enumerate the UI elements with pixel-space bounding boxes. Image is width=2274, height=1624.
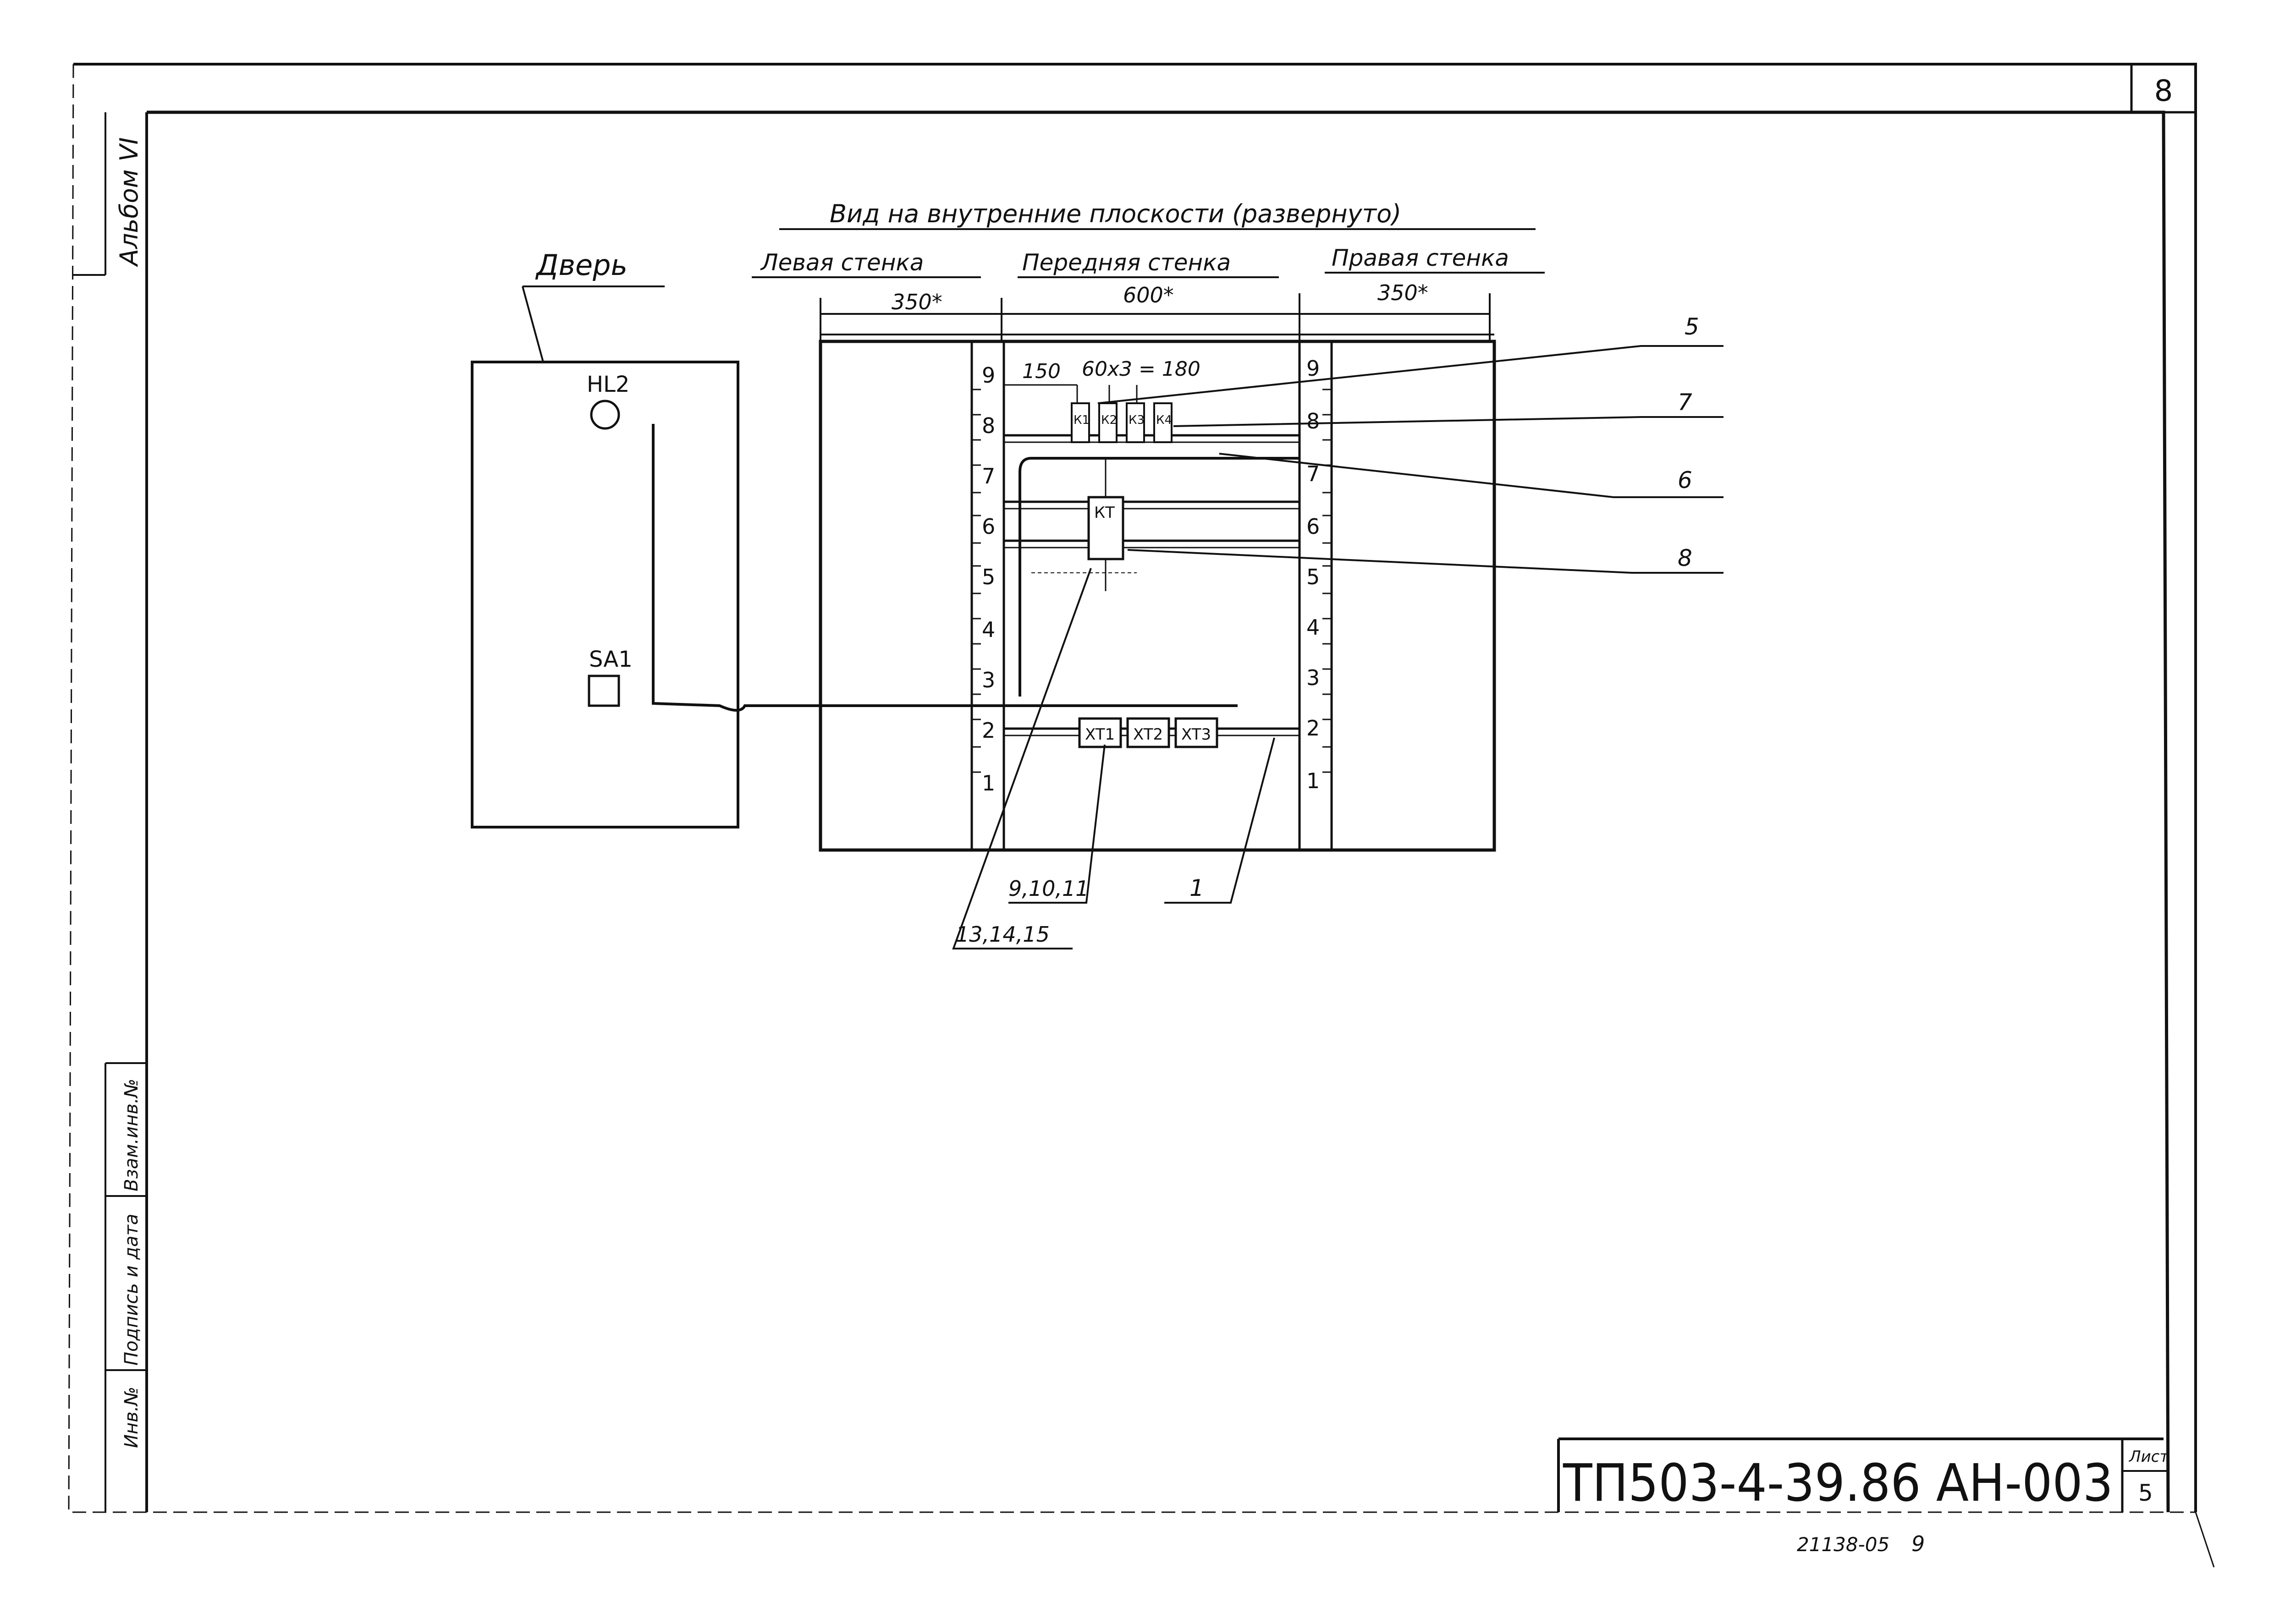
relay-k3	[1126, 402, 1145, 443]
terminal-group: XT1 XT2 XT3	[1078, 717, 1218, 748]
dimension-line	[820, 293, 1491, 341]
replace-inv-label: Взам.инв.№	[121, 1079, 142, 1191]
dim-offset: 150	[1022, 360, 1061, 383]
left-wall-label: Левая стенка	[760, 249, 924, 276]
album-label: Альбом VI	[115, 137, 143, 267]
callout-6: 6	[1678, 467, 1692, 494]
signature-date-label: Подпись и дата	[121, 1214, 142, 1366]
callout-9-10-11: 9,10,11	[1008, 876, 1089, 901]
sheet-number-box: 8	[2130, 63, 2197, 114]
rail-number-left: 8	[982, 413, 995, 438]
relay-k2	[1098, 402, 1118, 443]
callout-8: 8	[1678, 545, 1692, 571]
relay-k1	[1071, 402, 1090, 443]
callout-13-14-15: 13,14,15	[956, 922, 1050, 947]
rail-number-left: 4	[982, 617, 995, 642]
terminal-xt1-label: XT1	[1085, 725, 1115, 744]
dim-spacing: 60x3 = 180	[1082, 357, 1200, 381]
door-label: Дверь	[535, 248, 628, 282]
right-rail	[1298, 340, 1333, 851]
sheet-label: Лист	[2128, 1448, 2169, 1466]
document-code: ТП503-4-39.86 АН-003	[1563, 1454, 2113, 1513]
rail-number-left: 7	[982, 464, 995, 488]
sheet-number: 8	[2154, 74, 2173, 108]
archive-sheet: 9	[1911, 1531, 1925, 1556]
timer-relay-label: КТ	[1094, 504, 1115, 522]
inv-no-label: Инв.№	[121, 1387, 142, 1448]
terminal-xt2-label: XT2	[1133, 725, 1163, 744]
left-rail	[970, 340, 1005, 851]
terminal-xt3	[1174, 717, 1218, 748]
dim-front: 600*	[1123, 283, 1174, 307]
callout-7: 7	[1678, 389, 1692, 416]
relay-group: К1 К2 К3 К4	[1071, 385, 1173, 443]
switch-label: SA1	[589, 647, 633, 672]
callout-leaders	[952, 345, 1723, 949]
relay-k4	[1153, 402, 1173, 443]
callout-1: 1	[1189, 875, 1204, 901]
rail-number-left: 6	[982, 514, 995, 539]
relay-k3-label: К3	[1129, 413, 1145, 427]
terminal-xt1	[1078, 717, 1122, 748]
rail-number-right: 3	[1306, 665, 1320, 690]
rail-numbers-right: 9 8 7 6 5 4 3 2 1	[1306, 356, 1320, 793]
rail-numbers-left: 9 8 7 6 5 4 3 2 1	[982, 363, 995, 796]
terminal-xt2	[1126, 717, 1170, 748]
rail-number-left: 1	[982, 771, 995, 796]
rail-number-right: 7	[1306, 461, 1320, 486]
rail-number-right: 1	[1306, 768, 1320, 793]
rail-number-right: 8	[1306, 409, 1320, 433]
switch-sa1-icon	[588, 675, 620, 707]
title-block: ТП503-4-39.86 АН-003 Лист 5	[1557, 1437, 2169, 1513]
rail-number-right: 2	[1306, 716, 1320, 741]
sheet-value: 5	[2138, 1480, 2153, 1506]
terminal-xt3-label: XT3	[1181, 725, 1211, 744]
archive-number: 21138-05	[1797, 1533, 1889, 1556]
rail-number-left: 9	[982, 363, 995, 388]
door-panel	[471, 361, 739, 828]
cabinet-box	[819, 340, 1496, 852]
side-strip	[73, 112, 147, 1512]
front-wall-label: Передняя стенка	[1022, 249, 1231, 276]
lamp-label: HL2	[587, 372, 629, 397]
view-title: Вид на внутренние плоскости (развернуто)	[830, 199, 1401, 228]
rail-number-left: 5	[982, 565, 995, 589]
relay-k2-label: К2	[1101, 413, 1117, 427]
rail-number-left: 2	[982, 718, 995, 743]
lamp-hl2-icon	[590, 400, 620, 430]
rail-number-right: 4	[1306, 615, 1320, 640]
rail-ticks	[972, 389, 1332, 773]
dim-left: 350*	[892, 290, 942, 314]
rail-number-right: 9	[1306, 356, 1320, 381]
callout-5: 5	[1685, 313, 1699, 340]
relay-k1-label: К1	[1074, 413, 1090, 427]
rail-number-left: 3	[982, 668, 995, 692]
dim-right: 350*	[1377, 280, 1428, 305]
door-wire	[652, 424, 1238, 712]
relay-k4-label: К4	[1156, 413, 1172, 427]
rail-number-right: 5	[1306, 565, 1320, 589]
right-wall-label: Правая стенка	[1332, 245, 1509, 271]
rail-number-right: 6	[1306, 514, 1320, 539]
